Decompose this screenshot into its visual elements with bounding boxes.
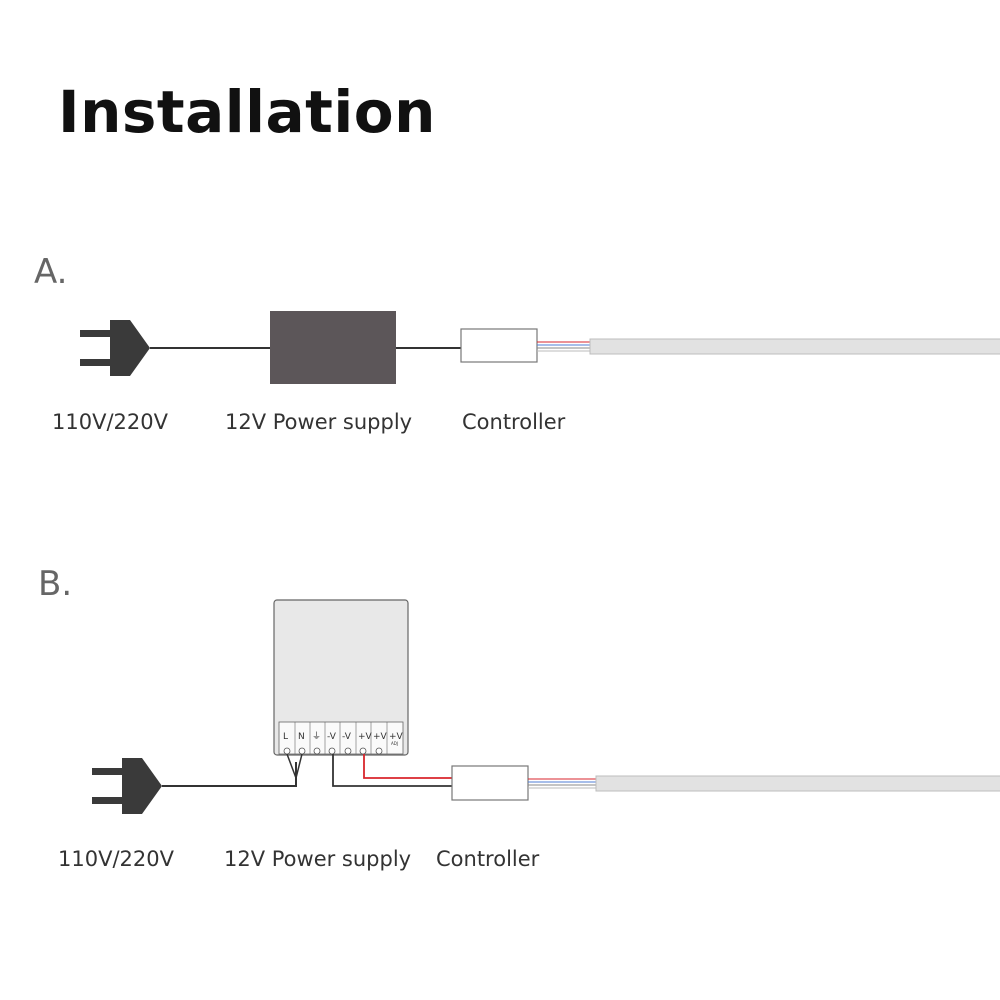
led-strip-b [595, 775, 1000, 792]
terminal-label: +V [389, 732, 404, 742]
terminal-label: +V [358, 732, 373, 742]
caption-power-supply-a: 12V Power supply [225, 410, 413, 434]
power-supply-b: L N ⏚ -V -V +V +V +V ADJ [273, 599, 409, 756]
input-wires-l-n [286, 753, 303, 781]
cable-plug-to-supply-b [162, 762, 297, 787]
terminal-label: -V [327, 732, 337, 742]
terminal-label: L [283, 732, 288, 742]
section-label-b: B. [38, 564, 73, 604]
section-label-a: A. [34, 252, 68, 292]
terminal-label: N [298, 732, 305, 742]
caption-voltage-b: 110V/220V [58, 847, 174, 871]
caption-controller-b: Controller [436, 847, 540, 871]
terminal-label: -V [342, 732, 352, 742]
caption-power-supply-b: 12V Power supply [224, 847, 412, 871]
caption-voltage-a: 110V/220V [52, 410, 168, 434]
rgb-wires-a [537, 341, 590, 352]
controller-a [460, 328, 538, 363]
controller-b [451, 765, 529, 801]
terminal-label: ⏚ [312, 731, 321, 742]
page-title: Installation [58, 78, 436, 146]
power-supply-a [270, 311, 396, 384]
positive-wire-b [363, 754, 452, 779]
led-strip-a [589, 338, 1000, 355]
plug-b [92, 758, 162, 814]
negative-wire-b [332, 754, 452, 787]
terminal-label: +V [373, 732, 388, 742]
caption-controller-a: Controller [462, 410, 566, 434]
plug-a [80, 320, 150, 376]
terminal-note: ADJ [391, 741, 398, 746]
rgb-wires-b [528, 778, 596, 789]
